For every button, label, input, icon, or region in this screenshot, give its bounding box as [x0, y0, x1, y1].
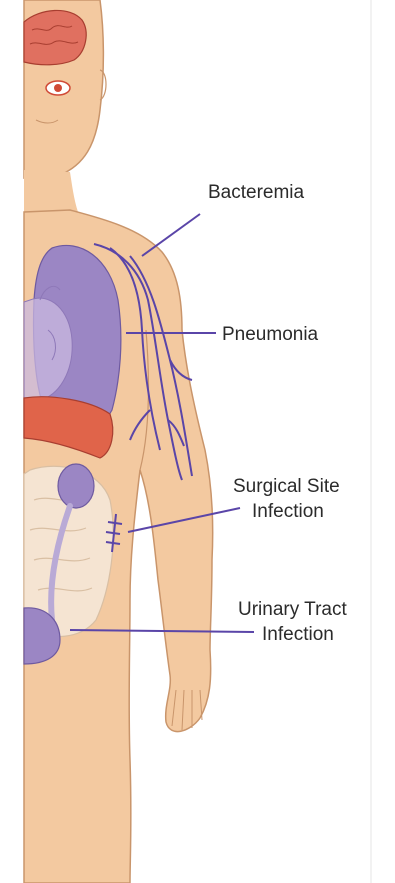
- surgical-site-label-line1: Surgical Site: [233, 476, 340, 497]
- urinary-tract-label-line2: Infection: [262, 624, 334, 645]
- neck: [24, 170, 78, 214]
- eye-iris: [54, 84, 62, 92]
- kidney: [58, 464, 94, 508]
- pneumonia-label: Pneumonia: [222, 324, 319, 345]
- urinary-tract-label-line1: Urinary Tract: [238, 599, 347, 620]
- brain: [24, 10, 86, 64]
- bacteremia-leader: [142, 214, 200, 256]
- surgical-site-label-line2: Infection: [252, 501, 324, 522]
- bacteremia-label: Bacteremia: [208, 182, 305, 203]
